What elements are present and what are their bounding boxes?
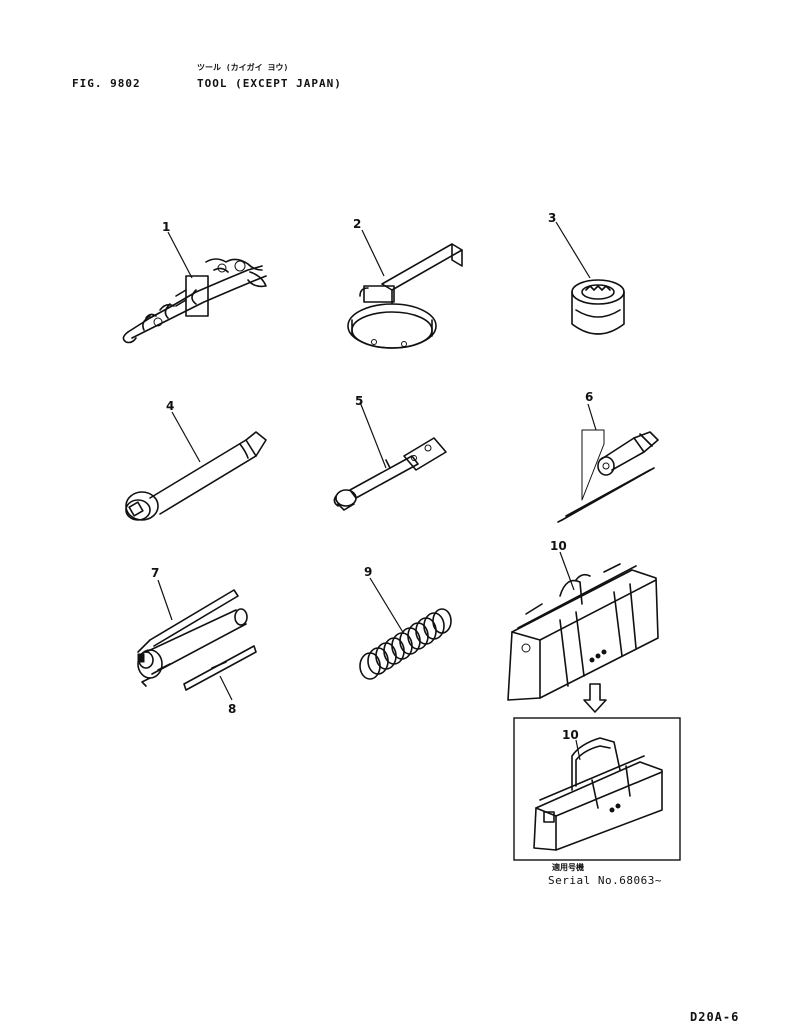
spring-drawing bbox=[359, 577, 452, 680]
socket-drawing bbox=[555, 221, 625, 335]
ratchet-bar-drawing bbox=[333, 401, 447, 511]
callout-2: 2 bbox=[353, 217, 362, 231]
callout-5: 5 bbox=[355, 394, 364, 408]
figure-number: FIG. 9802 bbox=[72, 77, 141, 90]
callout-4: 4 bbox=[166, 399, 175, 413]
pin-drawing bbox=[183, 645, 257, 701]
diagram-title: TOOL (EXCEPT JAPAN) bbox=[197, 77, 342, 90]
inset-caption-serial: Serial No.68063~ bbox=[548, 874, 662, 887]
callout-1: 1 bbox=[162, 220, 171, 234]
callout-3: 3 bbox=[548, 211, 557, 225]
down-arrow-icon bbox=[583, 683, 607, 713]
callout-10-inset: 10 bbox=[562, 728, 579, 742]
callout-10: 10 bbox=[550, 539, 567, 553]
wrench-set-drawing bbox=[122, 231, 267, 344]
callout-9: 9 bbox=[364, 565, 373, 579]
subtitle-japanese: ツール (カイガイ ヨウ) bbox=[197, 63, 289, 72]
callout-6: 6 bbox=[585, 390, 594, 404]
filter-wrench-drawing bbox=[347, 229, 463, 349]
page-code: D20A-6 bbox=[690, 1010, 740, 1024]
inset-caption-japanese: 適用号機 bbox=[552, 863, 584, 872]
screwdriver-drawing bbox=[557, 403, 659, 523]
tool-box-drawing bbox=[533, 737, 663, 851]
tool-bag-drawing bbox=[507, 551, 659, 701]
inset-frame bbox=[513, 717, 681, 861]
callout-8: 8 bbox=[228, 702, 237, 716]
grease-gun-drawing bbox=[137, 579, 248, 687]
callout-7: 7 bbox=[151, 566, 160, 580]
extension-bar-drawing bbox=[125, 411, 267, 521]
